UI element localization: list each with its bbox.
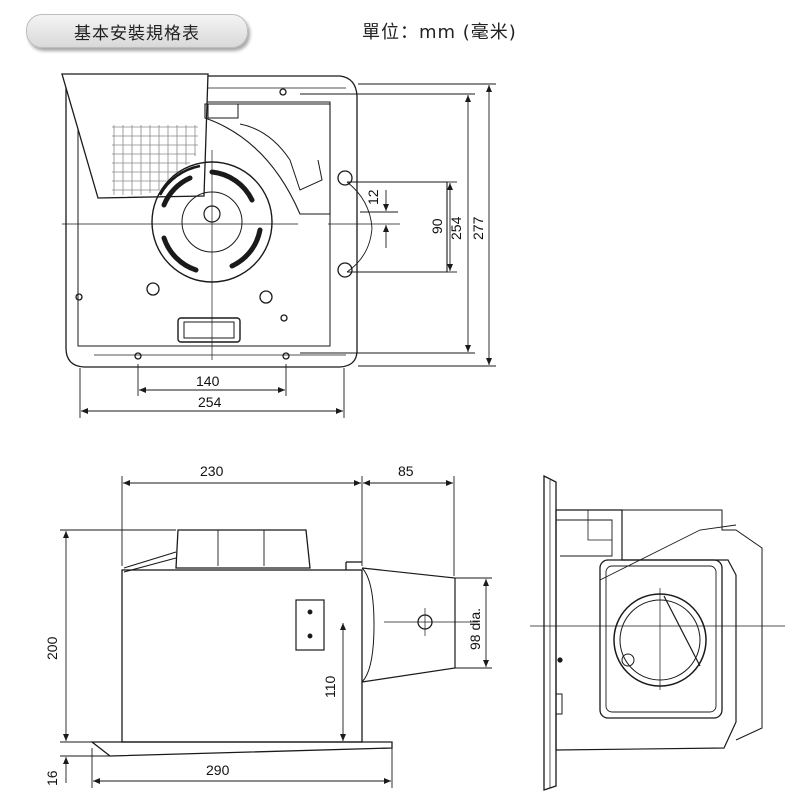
top-outer-panel bbox=[65, 75, 358, 368]
side-body bbox=[121, 569, 363, 743]
unit-label: 單位：mm (毫米) bbox=[362, 22, 517, 43]
fan-blades bbox=[161, 169, 263, 273]
side-duct bbox=[361, 567, 456, 683]
title-tab: 基本安裝規格表 bbox=[26, 14, 248, 48]
screw-icon bbox=[280, 314, 288, 322]
screw-icon bbox=[75, 293, 83, 301]
side-panel bbox=[90, 741, 393, 757]
motor-box bbox=[175, 529, 311, 569]
front-inner-box bbox=[599, 559, 723, 719]
dim-140: 140 bbox=[196, 373, 220, 389]
top-view bbox=[61, 73, 448, 368]
front-panel bbox=[543, 474, 557, 791]
side-view bbox=[90, 529, 478, 757]
screw-icon bbox=[146, 282, 160, 296]
page-title: 基本安裝規格表 bbox=[74, 23, 200, 44]
dim-230: 230 bbox=[200, 463, 224, 479]
dim-254-width: 254 bbox=[198, 394, 222, 410]
dim-12: 12 bbox=[365, 189, 381, 205]
bottom-tab bbox=[177, 317, 241, 343]
dim-110: 110 bbox=[322, 675, 338, 698]
side-dimensions bbox=[60, 476, 492, 788]
screw-icon bbox=[282, 352, 290, 360]
front-body bbox=[555, 509, 737, 751]
dim-16: 16 bbox=[44, 770, 60, 786]
dim-90: 90 bbox=[429, 218, 445, 234]
top-dimensions bbox=[79, 83, 496, 418]
dim-290: 290 bbox=[206, 762, 230, 778]
screw-icon bbox=[134, 352, 142, 360]
dim-254-height: 254 bbox=[448, 216, 464, 240]
dim-277: 277 bbox=[470, 216, 486, 240]
dim-200: 200 bbox=[44, 636, 60, 660]
terminal-block bbox=[295, 599, 325, 651]
screw-icon bbox=[337, 170, 353, 186]
grille-pattern bbox=[112, 125, 198, 195]
dim-98-dia: 98 dia. bbox=[467, 608, 483, 650]
screw-icon bbox=[279, 88, 287, 96]
front-view bbox=[530, 474, 785, 791]
dim-85: 85 bbox=[398, 463, 414, 479]
screw-icon bbox=[259, 290, 273, 304]
scroll-housing bbox=[204, 103, 331, 215]
screw-icon bbox=[337, 262, 353, 278]
